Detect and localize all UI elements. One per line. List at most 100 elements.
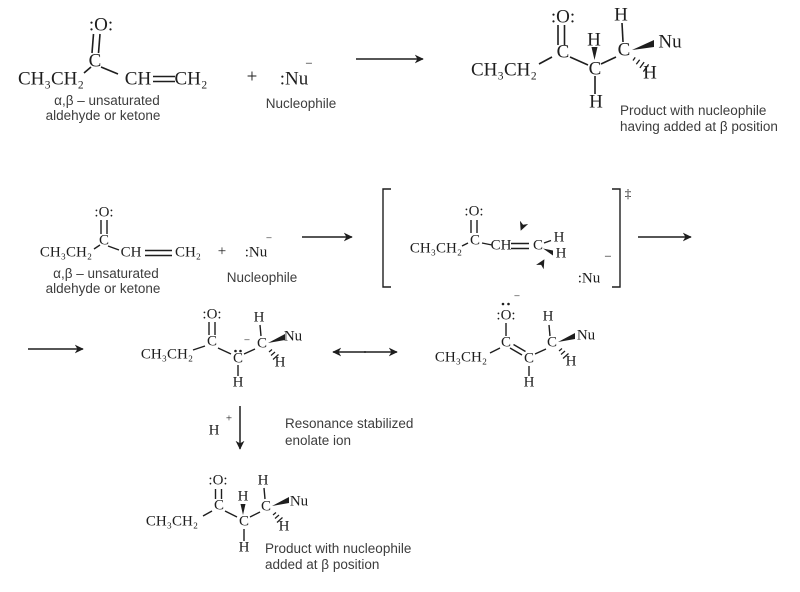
atom-h: H: [542, 308, 554, 325]
r1-product-bonds: [538, 22, 654, 94]
atom-h: H: [553, 229, 565, 246]
atom-h: H: [278, 518, 290, 535]
caption-resonance-2: enolate ion: [285, 432, 352, 448]
atom-ethyl: CH₃CH₂: [409, 240, 463, 257]
atom-beta-c: C: [617, 39, 631, 61]
atom-h: H: [565, 353, 577, 370]
caption-unsaturated-1: α,β – unsaturated: [54, 92, 160, 108]
atom-h: H: [253, 309, 265, 326]
atom-carbonyl-c: C: [206, 333, 218, 350]
atom-ch2: CH₂: [174, 68, 208, 90]
wedge-bond-nu: [558, 333, 575, 342]
atom-h: H: [238, 539, 250, 556]
atom-oxygen-lone-pairs: :O:: [94, 204, 114, 221]
atom-oxygen-lone-pairs: :O:: [88, 14, 114, 36]
atom-nu: Nu: [289, 493, 309, 510]
atom-h: H: [643, 62, 657, 84]
atom-oxygen-lone-pairs: :O:: [202, 306, 222, 323]
atom-terminal-c: C: [532, 237, 544, 254]
atom-ethyl: CH₃CH₂: [470, 59, 538, 81]
atom-ch: CH: [124, 68, 152, 90]
atom-ethyl: CH₃CH₂: [17, 68, 85, 90]
r1-enone-bonds: [83, 33, 175, 83]
wedge-bond-h-alpha: [240, 504, 246, 515]
atom-h: H: [237, 488, 249, 505]
nucleophile-attack-arrow: [536, 259, 545, 270]
minus-charge: −: [604, 248, 612, 264]
atom-oxygen-lone-pairs: :O:: [464, 203, 484, 220]
atom-oxygen-lone-pairs: :O:: [550, 6, 576, 28]
plus-sign: +: [246, 66, 258, 88]
wedge-bond-nu: [272, 497, 289, 506]
atom-nu: Nu: [658, 31, 682, 53]
atom-h: H: [274, 354, 286, 371]
atom-ethyl: CH₃CH₂: [434, 349, 488, 366]
atom-ethyl: CH₃CH₂: [140, 346, 194, 363]
atom-h: H: [589, 91, 603, 113]
atom-h: H: [587, 29, 601, 51]
caption-product-bottom-2: added at β position: [265, 556, 380, 572]
atom-beta-c: C: [260, 498, 272, 515]
caption-product-bottom-1: Product with nucleophile: [265, 540, 412, 556]
proton-plus-charge: +: [225, 412, 233, 425]
atom-nu: Nu: [576, 327, 596, 344]
wedge-bond-nu: [268, 334, 285, 343]
hashed-bond-h: [272, 512, 283, 523]
caption-nucleophile: Nucleophile: [226, 269, 298, 285]
hashed-bond-h-beta: [632, 57, 650, 72]
pi-bond-shift-arrow: [519, 220, 529, 231]
atom-carbonyl-c: C: [469, 232, 481, 249]
wedge-bond-h-alpha: [591, 47, 598, 60]
atom-h: H: [555, 245, 567, 262]
ts-bonds: [461, 220, 553, 256]
hashed-bond-h: [558, 348, 569, 359]
nucleophile-lone-pair: :Nu: [244, 244, 268, 261]
oxygen-top-lone-pair-dots: [501, 302, 505, 306]
r2-enone-bonds: [93, 220, 172, 257]
caption-unsaturated-2: aldehyde or ketone: [45, 280, 161, 296]
atom-h: H: [232, 374, 244, 391]
caption-product-top-1: Product with nucleophile: [620, 102, 767, 118]
atom-carbonyl-c: C: [500, 334, 512, 351]
caption-unsaturated-1: α,β – unsaturated: [53, 265, 159, 281]
atom-oxygen-lone-pairs: :O:: [208, 472, 228, 489]
atom-carbanion-c: C: [232, 350, 244, 367]
atom-alpha-c: C: [588, 58, 602, 80]
atom-ch2: CH₂: [174, 244, 202, 261]
atom-ethyl: CH₃CH₂: [39, 244, 93, 261]
atom-h: H: [257, 472, 269, 489]
hashed-bond-h: [268, 349, 279, 360]
plus-sign: +: [217, 243, 227, 260]
atom-beta-c: C: [546, 334, 558, 351]
transition-state-brackets: [382, 188, 621, 288]
atom-alpha-c: C: [238, 513, 250, 530]
atom-carbonyl-c: C: [213, 497, 225, 514]
atom-beta-c: C: [256, 335, 268, 352]
atom-nu: Nu: [283, 328, 303, 345]
minus-charge: −: [265, 232, 273, 245]
caption-nucleophile: Nucleophile: [265, 95, 337, 111]
proton-h: H: [208, 422, 220, 439]
atom-ch: CH: [490, 237, 512, 254]
atom-alpha-c: C: [523, 350, 535, 367]
minus-charge: −: [243, 334, 251, 347]
atom-ch: CH: [120, 244, 142, 261]
nucleophile-lone-pair: :Nu: [279, 68, 309, 90]
minus-charge: −: [513, 290, 521, 303]
carbanion-lone-pair-dots: [239, 349, 242, 353]
wedge-bond-h: [543, 248, 553, 256]
atom-h: H: [614, 4, 628, 26]
caption-resonance-1: Resonance stabilized: [285, 415, 414, 431]
atom-oxygen-lone-pairs: :O:: [496, 307, 516, 324]
carbanion-lone-pair-dots: [234, 349, 237, 353]
nucleophile-lone-pair: :Nu: [577, 270, 601, 287]
caption-unsaturated-2: aldehyde or ketone: [45, 107, 161, 123]
atom-h: H: [523, 374, 535, 391]
oxygen-top-lone-pair-dots: [507, 302, 510, 306]
wedge-bond-nu: [632, 40, 654, 50]
double-dagger: ‡: [624, 185, 632, 201]
atom-carbonyl-c: C: [88, 50, 102, 72]
enolate1-bonds: [192, 322, 285, 376]
